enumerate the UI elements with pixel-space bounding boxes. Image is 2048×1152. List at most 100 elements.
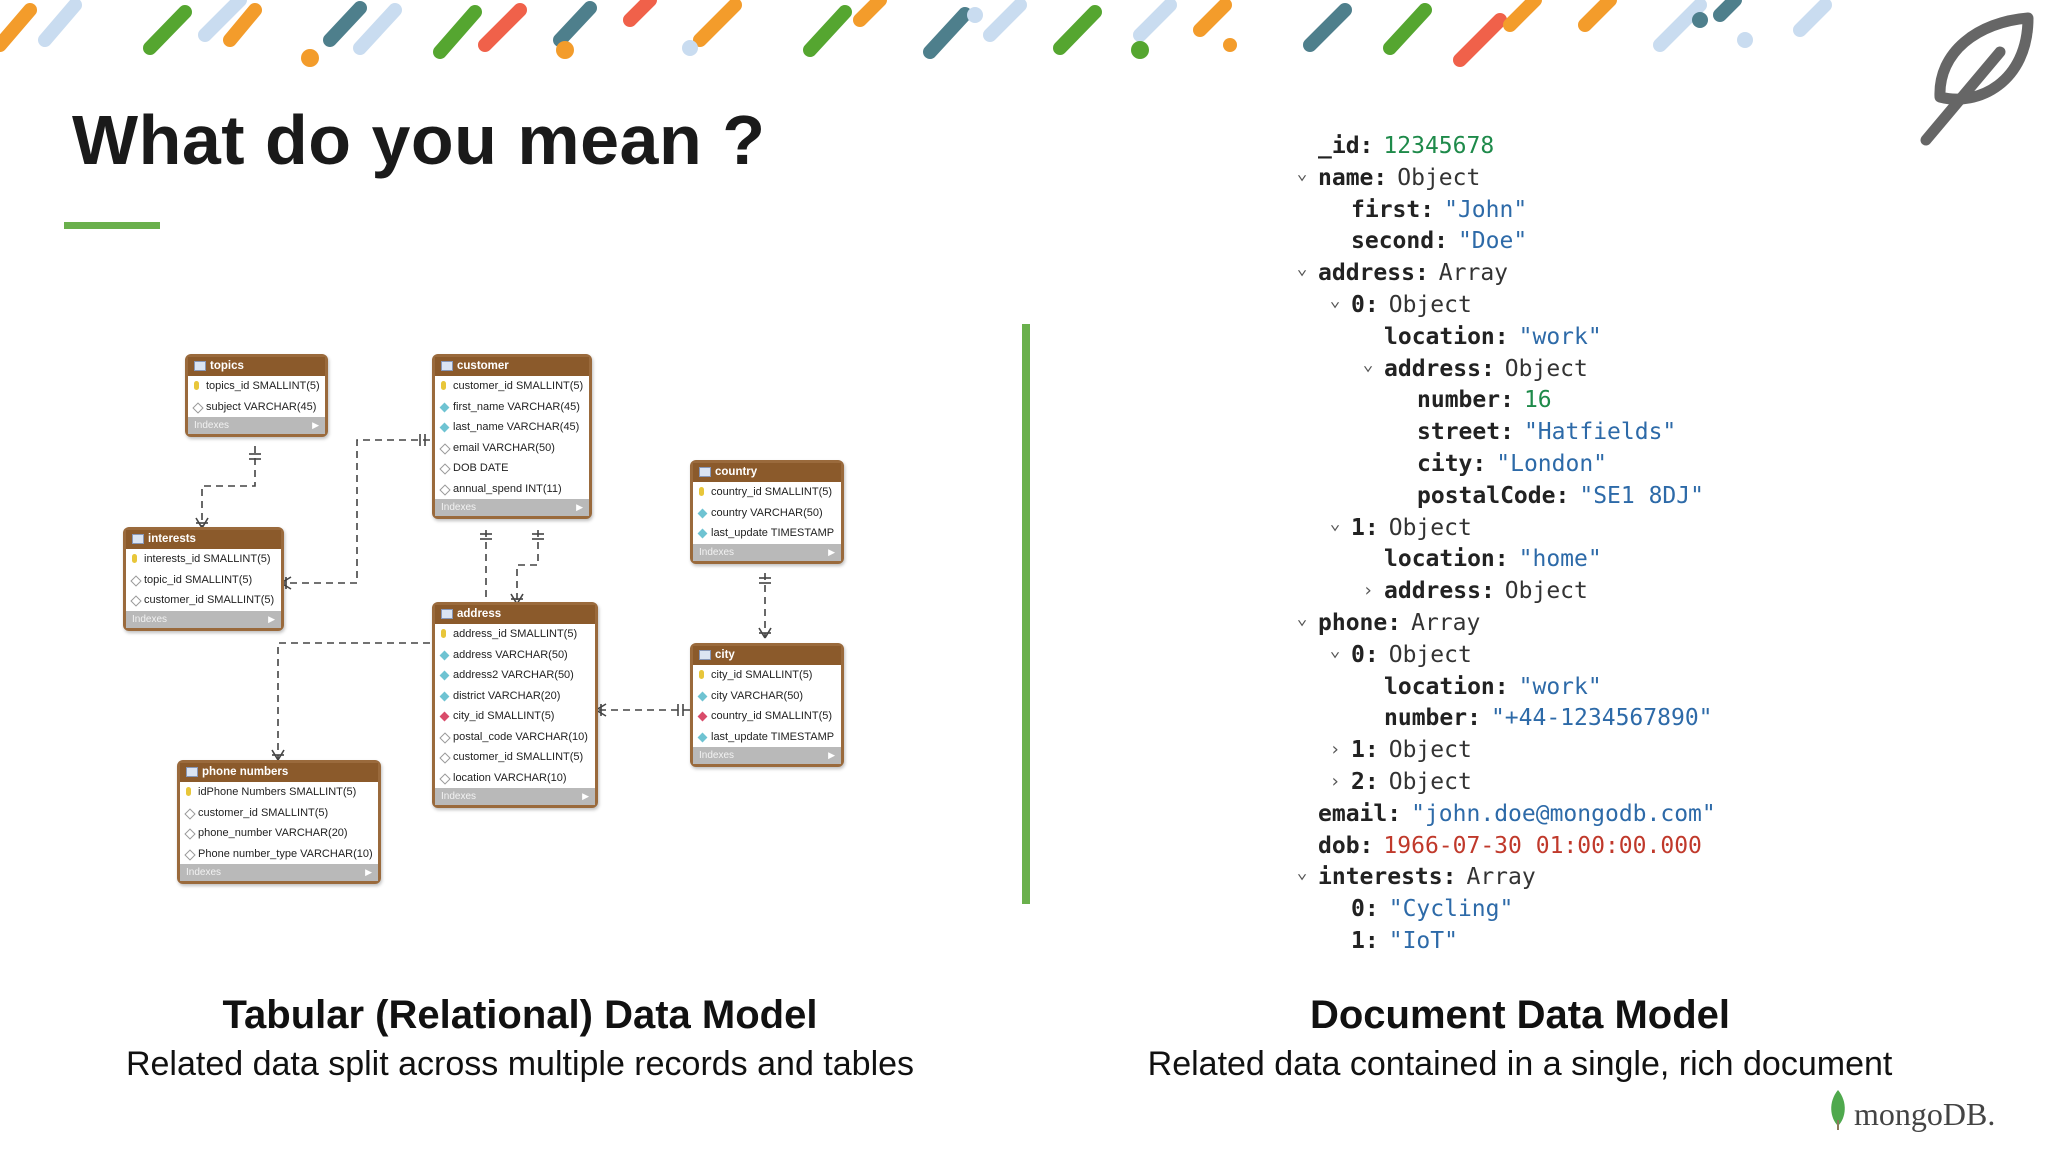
table-indexes-footer[interactable]: Indexes xyxy=(693,747,841,764)
doc-value: Object xyxy=(1388,514,1472,541)
table-column: city_id SMALLINT(5) xyxy=(693,665,841,686)
doc-key: name xyxy=(1318,164,1374,191)
doc-colon: : xyxy=(1472,451,1487,477)
expand-caret-icon[interactable]: › xyxy=(1329,739,1341,761)
doc-key: second xyxy=(1351,228,1435,255)
doc-colon: : xyxy=(1467,705,1481,732)
doc-value: "+44-1234567890" xyxy=(1490,705,1713,732)
doc-value: "SE1 8DJ" xyxy=(1579,482,1704,509)
table-header: interests xyxy=(126,530,281,549)
table-header: country xyxy=(693,463,841,482)
table-indexes-footer[interactable]: Indexes xyxy=(435,788,595,805)
table-column: district VARCHAR(20) xyxy=(435,686,595,707)
doc-value: Object xyxy=(1504,578,1588,605)
collapse-caret-icon[interactable]: ⌄ xyxy=(1329,290,1341,311)
collapse-caret-icon[interactable]: ⌄ xyxy=(1296,162,1308,184)
relationship-lines xyxy=(195,434,772,761)
doc-colon: : xyxy=(1480,578,1495,605)
doc-value: Array xyxy=(1438,260,1509,287)
doc-key: 0 xyxy=(1351,641,1365,668)
doc-value: "John" xyxy=(1444,196,1528,223)
doc-colon: : xyxy=(1387,800,1402,827)
doc-value: Object xyxy=(1388,769,1472,795)
table-column: city_id SMALLINT(5) xyxy=(435,706,595,727)
collapse-caret-icon[interactable]: ⌄ xyxy=(1296,258,1308,280)
table-indexes-footer[interactable]: Indexes xyxy=(188,417,325,434)
table-header: customer xyxy=(435,357,589,376)
doc-value: Object xyxy=(1504,355,1588,382)
doc-key: street xyxy=(1417,419,1501,446)
mongodb-leaf-icon xyxy=(1831,1090,1845,1130)
doc-value: "Cycling" xyxy=(1388,896,1514,923)
doc-key: 1 xyxy=(1351,737,1365,764)
doc-value: Object xyxy=(1388,641,1472,668)
leaf-icon xyxy=(1920,12,2034,146)
doc-key: number xyxy=(1417,387,1501,414)
doc-value: Object xyxy=(1397,164,1481,191)
table-column: last_update TIMESTAMP xyxy=(693,727,841,748)
collapse-caret-icon[interactable]: ⌄ xyxy=(1329,512,1341,534)
table-column: address VARCHAR(50) xyxy=(435,645,595,666)
doc-value: Array xyxy=(1411,610,1481,636)
table-column: interests_id SMALLINT(5) xyxy=(126,549,281,570)
table-column: topics_id SMALLINT(5) xyxy=(188,376,325,397)
doc-value: "Doe" xyxy=(1457,228,1528,255)
doc-key: location xyxy=(1384,323,1495,350)
collapse-caret-icon[interactable]: ⌄ xyxy=(1362,353,1374,375)
collapse-caret-icon[interactable]: ⌄ xyxy=(1296,862,1308,884)
doc-value: "London" xyxy=(1496,451,1608,477)
doc-colon: : xyxy=(1414,260,1429,287)
table-column: last_update TIMESTAMP xyxy=(693,523,841,544)
table-column: email VARCHAR(50) xyxy=(435,438,589,459)
table-column: country VARCHAR(50) xyxy=(693,503,841,524)
doc-colon: : xyxy=(1442,864,1457,891)
decorative-banner xyxy=(0,0,1832,67)
table-column: last_name VARCHAR(45) xyxy=(435,417,589,438)
title-accent-bar xyxy=(64,222,160,229)
doc-value: "work" xyxy=(1518,673,1602,700)
collapse-caret-icon[interactable]: ⌄ xyxy=(1329,639,1341,661)
doc-colon: : xyxy=(1364,292,1379,318)
table-indexes-footer[interactable]: Indexes xyxy=(126,610,281,628)
table-header: topics xyxy=(188,357,325,376)
doc-colon: : xyxy=(1364,769,1379,795)
doc-colon: : xyxy=(1373,164,1388,191)
doc-value: 16 xyxy=(1523,387,1552,414)
table-indexes-footer[interactable]: Indexes xyxy=(435,499,589,516)
doc-value: Object xyxy=(1388,292,1472,318)
doc-colon: : xyxy=(1434,228,1448,255)
doc-value: "work" xyxy=(1518,323,1602,350)
table-indexes-footer[interactable]: Indexes xyxy=(180,864,378,881)
section-divider xyxy=(1022,324,1030,904)
table-column: first_name VARCHAR(45) xyxy=(435,397,589,418)
doc-key: location xyxy=(1384,546,1495,573)
expand-caret-icon[interactable]: › xyxy=(1329,771,1341,792)
doc-colon: : xyxy=(1500,419,1514,446)
doc-key: interests xyxy=(1318,864,1443,891)
doc-colon: : xyxy=(1494,323,1509,350)
doc-colon: : xyxy=(1420,196,1435,223)
doc-value: "IoT" xyxy=(1388,928,1458,954)
doc-key: 0 xyxy=(1351,292,1365,318)
doc-colon: : xyxy=(1359,133,1374,159)
right-caption-subtitle: Related data contained in a single, rich… xyxy=(1147,1045,1893,1083)
doc-key: 1 xyxy=(1351,514,1365,541)
collapse-caret-icon[interactable]: ⌄ xyxy=(1296,608,1308,629)
doc-key: email xyxy=(1318,800,1388,827)
doc-key: address xyxy=(1384,578,1481,605)
table-indexes-footer[interactable]: Indexes xyxy=(693,543,841,561)
table-column: customer_id SMALLINT(5) xyxy=(435,747,595,768)
doc-key: first xyxy=(1351,196,1421,223)
page-title: What do you mean ? xyxy=(72,101,766,179)
table-column: customer_id SMALLINT(5) xyxy=(435,376,589,397)
table-header: phone numbers xyxy=(180,763,378,782)
doc-colon: : xyxy=(1387,610,1402,636)
expand-caret-icon[interactable]: › xyxy=(1362,580,1374,602)
doc-colon: : xyxy=(1364,928,1379,954)
doc-colon: : xyxy=(1364,641,1379,668)
doc-key: phone xyxy=(1318,610,1388,636)
